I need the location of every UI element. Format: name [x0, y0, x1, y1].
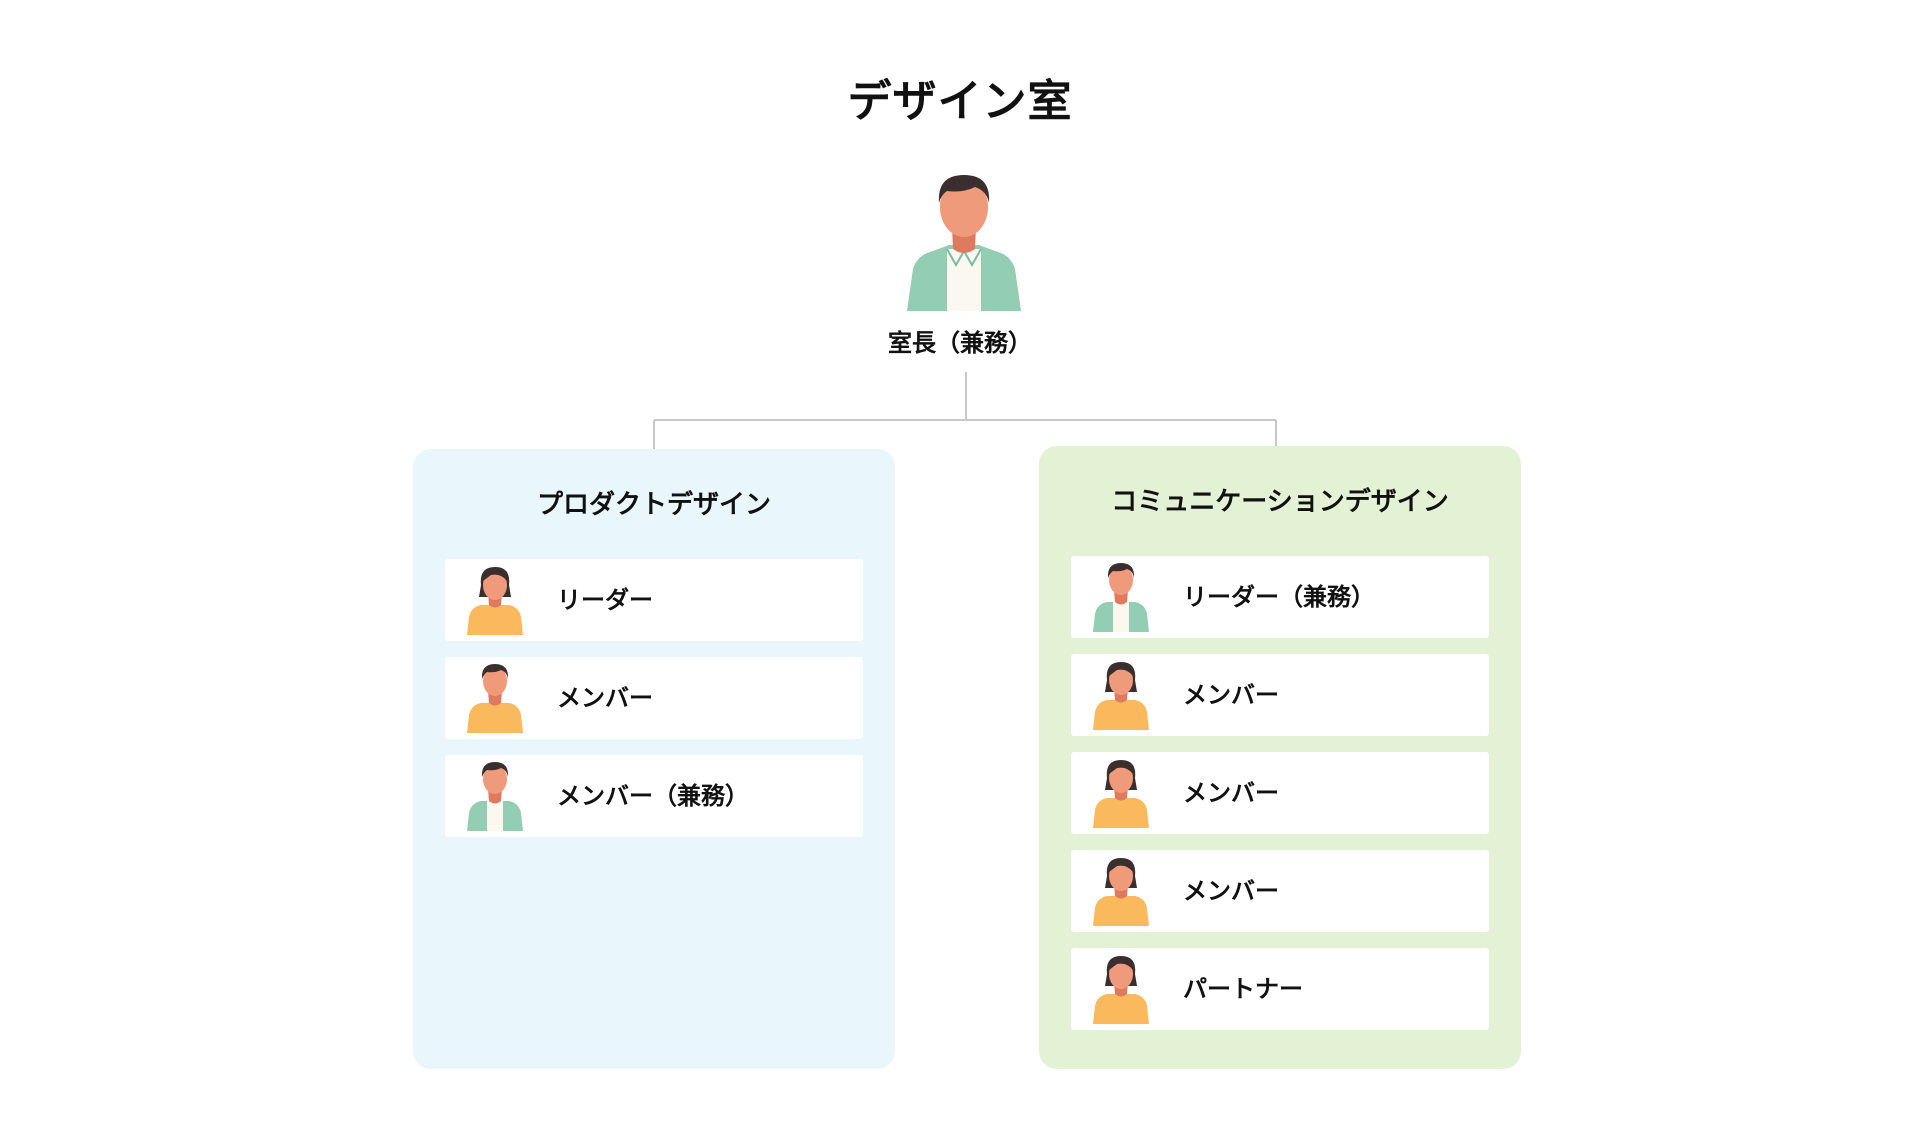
- member-card: メンバー: [1071, 850, 1489, 932]
- person-jacket-icon: [907, 175, 1021, 311]
- person-female-icon: [1093, 956, 1149, 1024]
- person-female-icon: [1093, 662, 1149, 730]
- member-card: メンバー: [1071, 654, 1489, 736]
- group-panel-product-design: プロダクトデザイン リーダー メンバー: [413, 449, 895, 1069]
- person-male-jacket-icon: [1093, 563, 1149, 632]
- org-connector-lines: [653, 372, 1277, 449]
- member-card: パートナー: [1071, 948, 1489, 1030]
- group-panel-communication-design: コミュニケーションデザイン リーダー（兼務） メンバー: [1039, 446, 1521, 1069]
- person-female-icon: [467, 567, 523, 635]
- head-role-label: 室長（兼務）: [888, 329, 1032, 357]
- person-female-icon: [1093, 760, 1149, 828]
- group-title: プロダクトデザイン: [536, 490, 771, 520]
- person-female-icon: [1093, 858, 1149, 926]
- member-card: リーダー（兼務）: [1071, 556, 1489, 638]
- member-role-label: メンバー: [1183, 877, 1279, 905]
- member-role-label: パートナー: [1183, 975, 1303, 1003]
- member-card: リーダー: [445, 559, 863, 641]
- member-role-label: メンバー: [1183, 779, 1279, 807]
- member-role-label: リーダー（兼務）: [1183, 583, 1375, 611]
- member-list: リーダー メンバー メンバー（兼務）: [445, 559, 863, 853]
- group-title: コミュニケーションデザイン: [1111, 487, 1449, 517]
- person-male-icon: [467, 664, 523, 733]
- member-card: メンバー: [1071, 752, 1489, 834]
- member-card: メンバー（兼務）: [445, 755, 863, 837]
- member-role-label: メンバー: [1183, 681, 1279, 709]
- member-role-label: メンバー（兼務）: [557, 782, 749, 810]
- member-card: メンバー: [445, 657, 863, 739]
- person-male-jacket-icon: [467, 762, 523, 831]
- member-role-label: メンバー: [557, 684, 653, 712]
- member-list: リーダー（兼務） メンバー メンバー: [1071, 556, 1489, 1046]
- page-title: デザイン室: [847, 76, 1073, 127]
- member-role-label: リーダー: [557, 586, 653, 614]
